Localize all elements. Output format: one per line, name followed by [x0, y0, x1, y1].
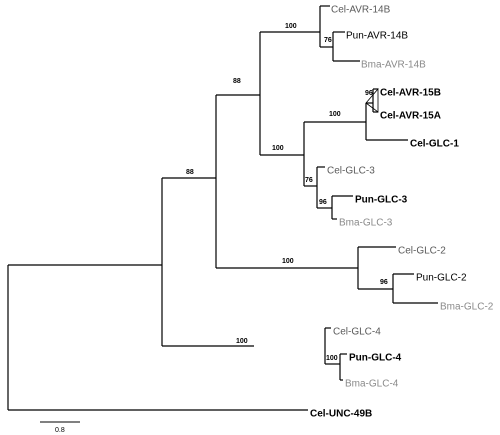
taxon-cel-avr-15a: Cel-AVR-15A	[380, 111, 441, 122]
taxon-cel-unc-49b: Cel-UNC-49B	[310, 409, 372, 420]
taxon-bma-glc-4: Bma-GLC-4	[345, 379, 399, 390]
support-pun-bma-glc2: 96	[380, 279, 388, 286]
support-pun-bma-glc4: 100	[326, 355, 338, 362]
scale-bar-label: 0.8	[55, 427, 65, 434]
support-avr15-glc1-glc3-clade: 100	[272, 145, 284, 152]
taxon-pun-glc-2: Pun-GLC-2	[416, 273, 467, 284]
scale-bar: 0.8	[40, 421, 80, 434]
taxon-bma-glc-2: Bma-GLC-2	[440, 302, 494, 313]
support-avr-glc1-glc3-clade: 88	[233, 78, 241, 85]
support-avr14-clade: 100	[285, 23, 297, 30]
support-pun-bma-avr14: 76	[324, 37, 332, 44]
support-ingroup-clade: 88	[186, 169, 194, 176]
taxon-cel-glc-1: Cel-GLC-1	[410, 139, 459, 150]
support-glc4-clade: 100	[236, 338, 248, 345]
support-values: 100 76 88 96 100 100 76 96 88 100 96 100 100	[186, 23, 388, 362]
taxon-bma-glc-3: Bma-GLC-3	[339, 218, 393, 229]
tree-branches	[7, 5, 438, 411]
taxon-pun-glc-4: Pun-GLC-4	[349, 353, 402, 364]
avr15-clade-triangle	[365, 87, 379, 113]
taxon-pun-avr-14b: Pun-AVR-14B	[346, 31, 408, 42]
taxon-cel-avr-15b: Cel-AVR-15B	[380, 88, 441, 99]
support-pun-bma-glc3: 96	[319, 199, 327, 206]
taxon-cel-avr-14b: Cel-AVR-14B	[331, 5, 391, 16]
taxon-pun-glc-3: Pun-GLC-3	[355, 195, 408, 206]
support-avr15-clade: 96	[365, 90, 373, 97]
support-glc2-clade: 100	[282, 258, 294, 265]
support-avr15-glc1-clade: 100	[329, 111, 341, 118]
taxon-cel-glc-2: Cel-GLC-2	[398, 246, 446, 257]
taxon-cel-glc-4: Cel-GLC-4	[333, 327, 381, 338]
taxon-cel-glc-3: Cel-GLC-3	[327, 166, 375, 177]
taxon-labels: Cel-AVR-14B Pun-AVR-14B Bma-AVR-14B Cel-AVR…	[310, 5, 494, 420]
taxon-bma-avr-14b: Bma-AVR-14B	[361, 60, 426, 71]
support-glc3-clade: 76	[305, 177, 313, 184]
